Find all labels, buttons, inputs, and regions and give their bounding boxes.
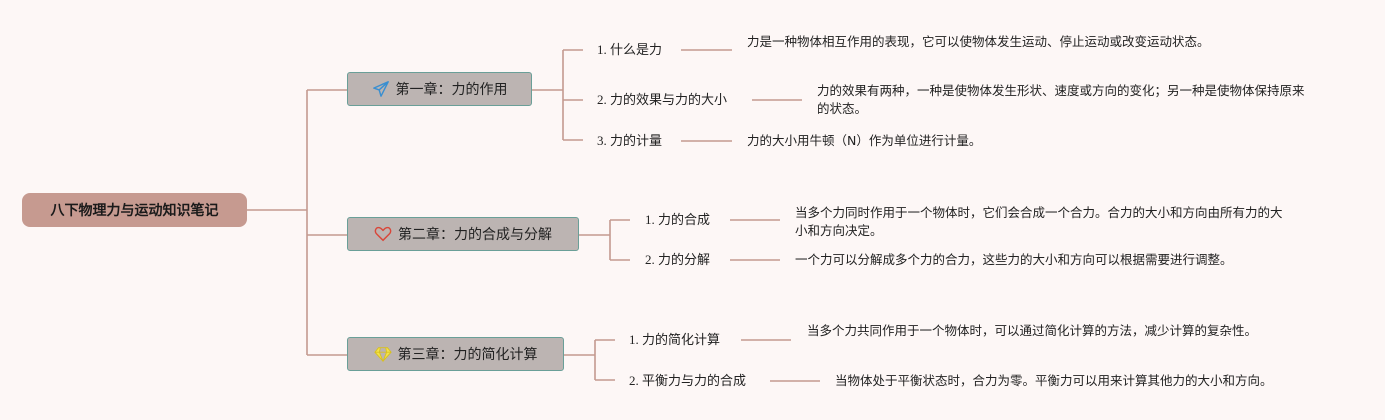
topic-3-1-desc: 当多个力共同作用于一个物体时，可以通过简化计算的方法，减少计算的复杂性。 xyxy=(807,323,1258,338)
topic-3-1[interactable]: 1. 力的简化计算 xyxy=(629,332,721,347)
root-node[interactable]: 八下物理力与运动知识笔记 xyxy=(22,193,247,227)
topic-2-1-desc: 当多个力同时作用于一个物体时，它们会合成一个合力。合力的大小和方向由所有力的大小… xyxy=(795,205,1283,238)
topic-1-2-desc: 力的效果有两种，一种是使物体发生形状、速度或方向的变化；另一种是使物体保持原来的… xyxy=(817,83,1305,116)
chapter-1-node[interactable]: 第一章：力的作用 xyxy=(347,72,532,106)
topic-2-2[interactable]: 2. 力的分解 xyxy=(645,252,711,267)
topic-1-1[interactable]: 1. 什么是力 xyxy=(597,42,663,57)
topic-1-2[interactable]: 2. 力的效果与力的大小 xyxy=(597,92,728,107)
topic-2-2-desc: 一个力可以分解成多个力的合力，这些力的大小和方向可以根据需要进行调整。 xyxy=(795,252,1233,267)
topic-3-2[interactable]: 2. 平衡力与力的合成 xyxy=(629,373,747,388)
topic-3-2-desc: 当物体处于平衡状态时，合力为零。平衡力可以用来计算其他力的大小和方向。 xyxy=(835,373,1273,388)
chapter-2-title: 第二章：力的合成与分解 xyxy=(398,227,552,243)
chapter-3-node[interactable]: 第三章：力的简化计算 xyxy=(347,337,564,371)
paper-plane-icon xyxy=(372,81,389,97)
topic-1-3[interactable]: 3. 力的计量 xyxy=(597,133,663,148)
topic-2-1[interactable]: 1. 力的合成 xyxy=(645,212,711,227)
topic-1-3-desc: 力的大小用牛顿（N）作为单位进行计量。 xyxy=(747,133,982,148)
root-title: 八下物理力与运动知识笔记 xyxy=(50,203,219,219)
diamond-icon xyxy=(373,347,392,363)
topic-1-1-desc: 力是一种物体相互作用的表现，它可以使物体发生运动、停止运动或改变运动状态。 xyxy=(747,34,1210,49)
heart-icon xyxy=(374,226,392,242)
chapter-3-title: 第三章：力的简化计算 xyxy=(397,347,538,363)
chapter-2-node[interactable]: 第二章：力的合成与分解 xyxy=(347,217,579,251)
chapter-1-title: 第一章：力的作用 xyxy=(395,82,508,98)
